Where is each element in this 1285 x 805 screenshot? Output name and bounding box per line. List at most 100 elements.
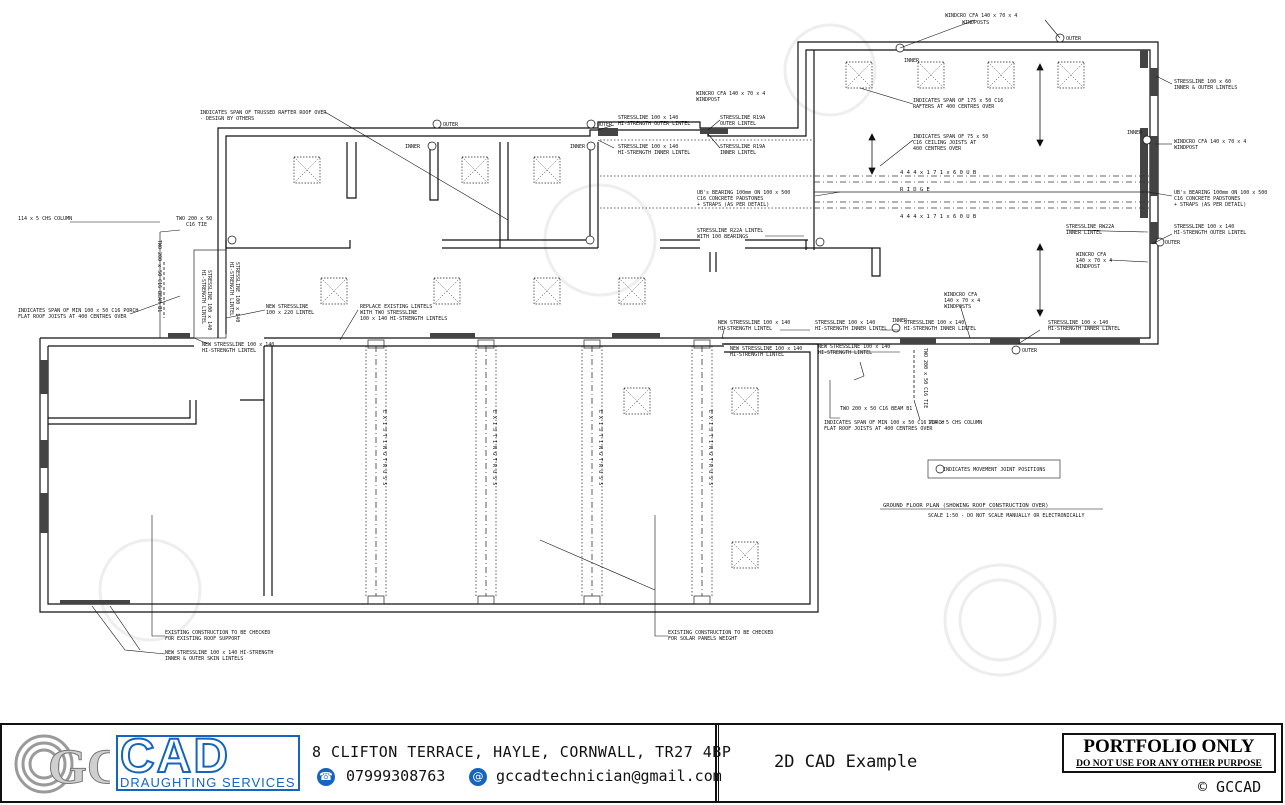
company-address: 8 CLIFTON TERRACE, HAYLE, CORNWALL, TR27… [312, 743, 732, 761]
logo-letters: GC [48, 738, 110, 794]
note: - DESIGN BY OTHERS [200, 116, 254, 122]
note: 400 CENTRES OVER [913, 146, 962, 152]
note: HI-STRENGTH LINTEL [818, 350, 872, 356]
beam-label-bottom: 4 4 4 x 1 7 1 x 6 0 U B [900, 214, 977, 220]
outer-label: OUTER [1066, 36, 1082, 42]
note: FOR EXISTING ROOF SUPPORT [165, 636, 240, 642]
plan-title: GROUND FLOOR PLAN (SHOWING ROOF CONSTRUC… [883, 503, 1049, 509]
note: INNER & OUTER LINTELS [1174, 85, 1237, 91]
note: HI-STRENGTH INNER LINTEL [1048, 326, 1120, 332]
note: FLAT ROOF JOISTS AT 400 CENTRES OVER [18, 314, 127, 320]
note: INNER LINTEL [720, 150, 756, 156]
titleblock-divider [715, 725, 719, 801]
inner-label: INNER [570, 144, 586, 150]
note: STRESSLINE R22A LINTEL [697, 228, 763, 234]
outer-label: OUTER [1165, 240, 1181, 246]
inner-label: INNER [904, 58, 920, 64]
annotations: WINDCRO CFA 140 x 70 x 4 WINDPOSTS OUTER… [18, 13, 1267, 662]
note: STRESSLINE 100 x 140 [1048, 320, 1108, 326]
note: STRESSLINE RW22A [1066, 224, 1114, 230]
note: HI-STRENGTH LINTEL [202, 348, 256, 354]
note: WINDPOST [696, 97, 720, 103]
beam-label-top: 4 4 4 x 1 7 1 x 6 0 U B [900, 170, 977, 176]
note: 140 x 70 x 4 [1076, 258, 1112, 264]
note: C16 CONCRETE PADSTONES [697, 196, 763, 202]
phone-icon: ☎ [317, 768, 335, 786]
note: HI-STRENGTH LINTEL [730, 352, 784, 358]
note: HI-STRENGTH INNER LINTEL [618, 150, 690, 156]
note: C16 TIE [186, 222, 207, 228]
note: 100 x 140 HI-STRENGTH LINTELS [360, 316, 447, 322]
note: WINDCRO CFA [944, 292, 977, 298]
email-icon: @ [469, 768, 487, 786]
note: TWO 200 x 50 C16 BEAM B1 [156, 240, 162, 312]
floor-plan-svg: 4 4 4 x 1 7 1 x 6 0 U B R I D G E 4 4 4 … [18, 13, 1267, 677]
note: WINCRO CFA [1076, 252, 1106, 258]
lintel-hatches [40, 50, 1158, 604]
note: STRESSLINE 100 x 140 [1174, 224, 1234, 230]
title-block: GC CAD DRAUGHTING SERVICES 8 CLIFTON TER… [0, 723, 1283, 803]
outer-label: OUTER [443, 122, 459, 128]
note: WINDPOST [1174, 145, 1198, 151]
note: WINDPOSTS [944, 304, 971, 310]
note: + STRAPS (AS PER DETAIL) [697, 202, 769, 208]
note: WINDPOSTS [962, 20, 989, 26]
note: 140 x 70 x 4 [944, 298, 980, 304]
note: TWO 200 x 50 C16 TIE [922, 348, 928, 408]
note: NEW STRESSLINE 100 x 140 HI-STRENGTH [165, 650, 273, 656]
note: NEW STRESSLINE 100 x 140 [730, 346, 802, 352]
gc-logo: GC [8, 731, 124, 797]
note: NEW STRESSLINE [266, 304, 308, 310]
stamp-main: PORTFOLIO ONLY [1083, 736, 1255, 757]
movement-joints [227, 33, 1165, 474]
note: STRESSLINE 100 x 60 [1174, 79, 1231, 85]
inner-label: INNER [892, 318, 908, 324]
note: HI-STRENGTH LINTEL [718, 326, 772, 332]
note: C16 CEILING JOISTS AT [913, 140, 976, 146]
note: STRESSLINE 100 x 140 [234, 262, 240, 322]
outer-label: OUTER [1022, 348, 1038, 354]
truss-label: E X I S T I N G T R U S S [381, 410, 387, 485]
copyright: © GCCAD [1198, 778, 1262, 796]
note: TWO 200 x 50 C16 BEAM B1 [840, 406, 912, 412]
project-title: 2D CAD Example [774, 752, 918, 772]
note: STRESSLINE 100 x 140 [206, 270, 212, 330]
note: EXISTING CONSTRUCTION TO BE CHECKED [165, 630, 270, 636]
note: WINDCRO CFA 140 x 70 x 4 [945, 13, 1017, 19]
note: STRESSLINE 100 x 140 [618, 144, 678, 150]
note: INDICATES SPAN OF MIN 100 x 50 C16 PORCH [18, 308, 138, 314]
note: WINCRO CFA 140 x 70 x 4 [696, 91, 765, 97]
note: REPLACE EXISTING LINTELS [360, 304, 432, 310]
note: UB's BEARING 100mm ON 100 x 500 [1174, 190, 1267, 196]
note: OUTER LINTEL [720, 121, 756, 127]
outer-label: OUTER [597, 122, 613, 128]
note: HI-STRENGTH LINTEL [200, 270, 206, 324]
note: TWO 200 x 50 [176, 216, 212, 222]
note: HI-STRENGTH OUTER LINTEL [1174, 230, 1246, 236]
ridge-beams: 4 4 4 x 1 7 1 x 6 0 U B R I D G E 4 4 4 … [600, 139, 1150, 220]
note: + STRAPS (AS PER DETAIL) [1174, 202, 1246, 208]
note: WINDCRO CFA 140 x 70 x 4 [1174, 139, 1246, 145]
note: INDICATES SPAN OF 175 x 50 C16 [913, 98, 1003, 104]
note: HI-STRENGTH INNER LINTEL [904, 326, 976, 332]
note: NEW STRESSLINE 100 x 140 [718, 320, 790, 326]
note: NEW STRESSLINE 100 x 140 [202, 342, 274, 348]
inner-label: INNER [1127, 130, 1143, 136]
span-arrows [163, 63, 1044, 400]
floor-plan-drawing: 4 4 4 x 1 7 1 x 6 0 U B R I D G E 4 4 4 … [18, 13, 1267, 677]
note: 100 x 220 LINTEL [266, 310, 314, 316]
truss-label: E X I S T I N G T R U S S [597, 410, 603, 485]
inner-label: INNER [405, 144, 421, 150]
note: INDICATES SPAN OF TRUSSED RAFTER ROOF OV… [200, 110, 327, 116]
note: 114 x 5 CHS COLUMN [928, 420, 982, 426]
note: UB's BEARING 100mm ON 100 x 500 [697, 190, 790, 196]
truss-label: E X I S T I N G T R U S S [707, 410, 713, 485]
note: WITH 100 BEARINGS [697, 234, 748, 240]
note: WITH TWO STRESSLINE [360, 310, 417, 316]
cad-brand: CAD DRAUGHTING SERVICES [116, 729, 302, 791]
company-phone[interactable]: 07999308763 [346, 767, 446, 785]
note: STRESSLINE 100 x 140 [618, 115, 678, 121]
plan-scale: SCALE 1:50 - DO NOT SCALE MANUALLY OR EL… [928, 513, 1085, 519]
company-email[interactable]: gccadtechnician@gmail.com [496, 767, 722, 785]
watermark [98, 23, 1057, 677]
